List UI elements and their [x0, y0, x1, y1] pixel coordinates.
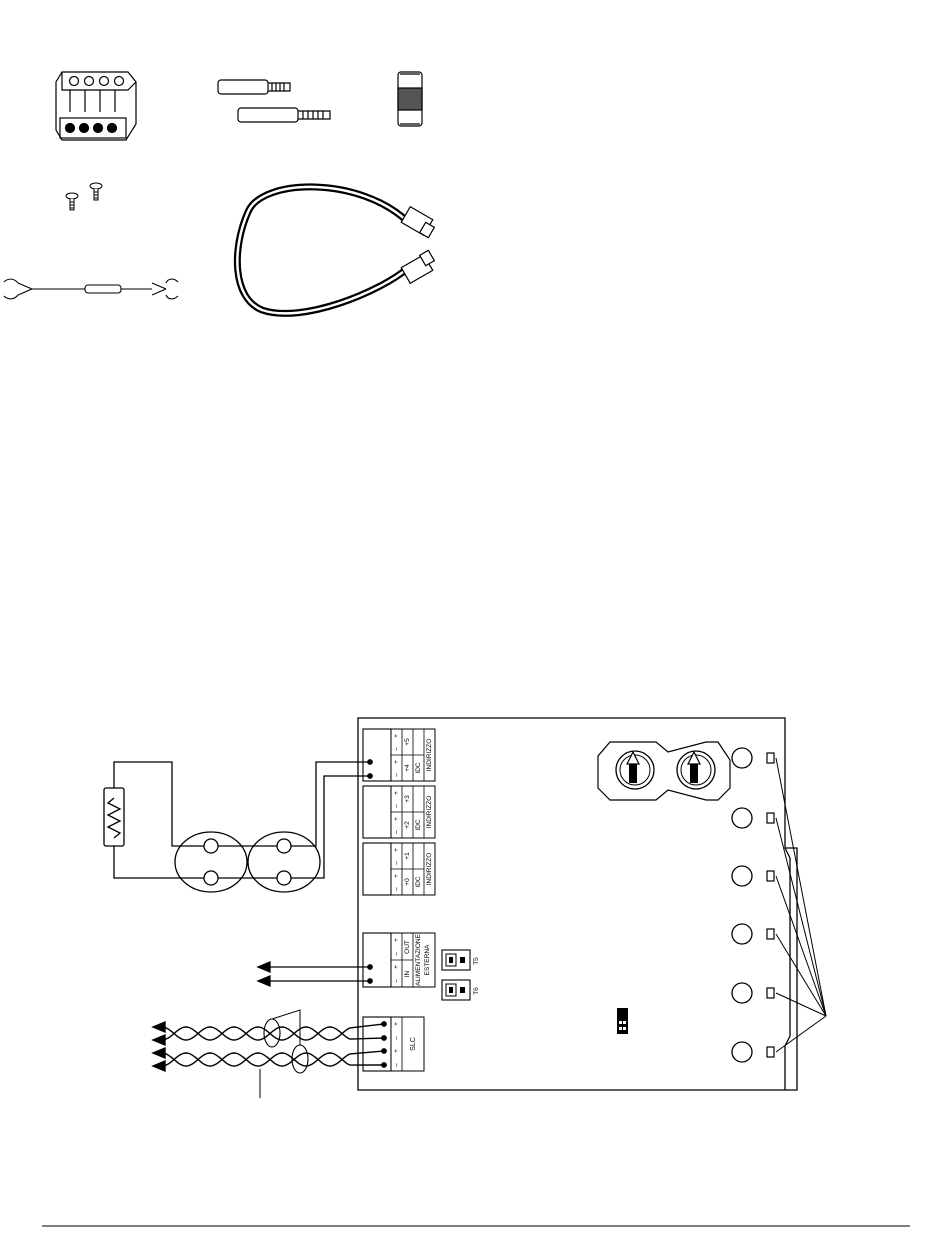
terminal-minus-lower: –: [393, 887, 400, 891]
jumper-cable: [237, 187, 434, 313]
terminal-plus-upper: +: [393, 791, 400, 795]
terminal-plus-upper: +: [393, 734, 400, 738]
screws: [66, 183, 102, 210]
terminal-minus-upper: –: [393, 804, 400, 808]
terminal-plus-lower: +: [393, 817, 400, 821]
address-offset-lower: +2: [404, 821, 411, 829]
terminal-plus-lower: +: [393, 760, 400, 764]
terminal-block-connector: [56, 72, 136, 140]
terminal-minus-upper: –: [393, 861, 400, 865]
address-offset-upper: +5: [404, 738, 411, 746]
led-5: [767, 988, 774, 998]
eol-resistor: [104, 788, 124, 846]
address-offset-upper: +3: [404, 795, 411, 803]
terminal-minus-upper: –: [393, 747, 400, 751]
slc-minus-1: –: [393, 1036, 400, 1040]
power-out-minus: –: [393, 952, 400, 956]
mounting-hole-2: [732, 808, 752, 828]
ferrite-clip: [398, 72, 422, 126]
indirizzo-label: INDIRIZZO: [426, 853, 433, 886]
mounting-hole-3: [732, 866, 752, 886]
power-out-label: OUT: [404, 940, 411, 954]
address-offset-lower: +4: [404, 764, 411, 772]
indirizzo-label: INDIRIZZO: [426, 739, 433, 772]
terminal-plus-upper: +: [393, 848, 400, 852]
terminal-minus-lower: –: [393, 773, 400, 777]
mounting-hole-6: [732, 1042, 752, 1062]
mounting-hole-4: [732, 924, 752, 944]
led-2: [767, 813, 774, 823]
detector-1: [175, 832, 247, 892]
terminal-minus-lower: –: [393, 830, 400, 834]
led-3: [767, 871, 774, 881]
power-in-label: IN: [404, 970, 411, 977]
power-title-line2: ESTERNA: [424, 944, 431, 975]
terminal-plus-lower: +: [393, 874, 400, 878]
terminal-screw-block: [363, 729, 391, 781]
power-in-minus: –: [393, 979, 400, 983]
mounting-hole-1: [732, 748, 752, 768]
idc-label: IDC: [415, 819, 422, 831]
led-4: [767, 929, 774, 939]
indirizzo-label: INDIRIZZO: [426, 796, 433, 829]
dip-component: [617, 1008, 628, 1034]
resistor-with-spade-leads: [4, 279, 178, 299]
power-output-wiring: [258, 962, 372, 986]
led-6: [767, 1047, 774, 1057]
idc-label: IDC: [415, 762, 422, 774]
slc-twisted-pair-wiring: [153, 1010, 386, 1098]
power-in-plus: +: [393, 965, 400, 969]
terminal-screw-block: [363, 843, 391, 895]
address-offset-lower: +0: [404, 878, 411, 886]
jumper-t6-label: T6: [473, 987, 480, 995]
led-1: [767, 753, 774, 763]
standoff-spacers: [218, 80, 330, 122]
terminal-screw-block: [363, 786, 391, 838]
detector-2: [248, 832, 320, 892]
power-terminal-block: + – + – OUT IN ALIMENTAZIONE ESTERNA: [363, 933, 435, 987]
address-offset-upper: +1: [404, 852, 411, 860]
power-out-plus: +: [393, 938, 400, 942]
jumper-t5-label: T5: [473, 957, 480, 965]
rotary-switch-tens: [616, 751, 654, 789]
power-title-line1: ALIMENTAZIONE: [415, 933, 422, 986]
slc-label: SLC: [410, 1037, 417, 1051]
rotary-switch-ones: [677, 751, 715, 789]
mounting-hole-5: [732, 983, 752, 1003]
idc-label: IDC: [415, 876, 422, 888]
slc-plus-2: +: [393, 1049, 400, 1053]
slc-plus-1: +: [393, 1022, 400, 1026]
slc-minus-2: –: [393, 1063, 400, 1067]
